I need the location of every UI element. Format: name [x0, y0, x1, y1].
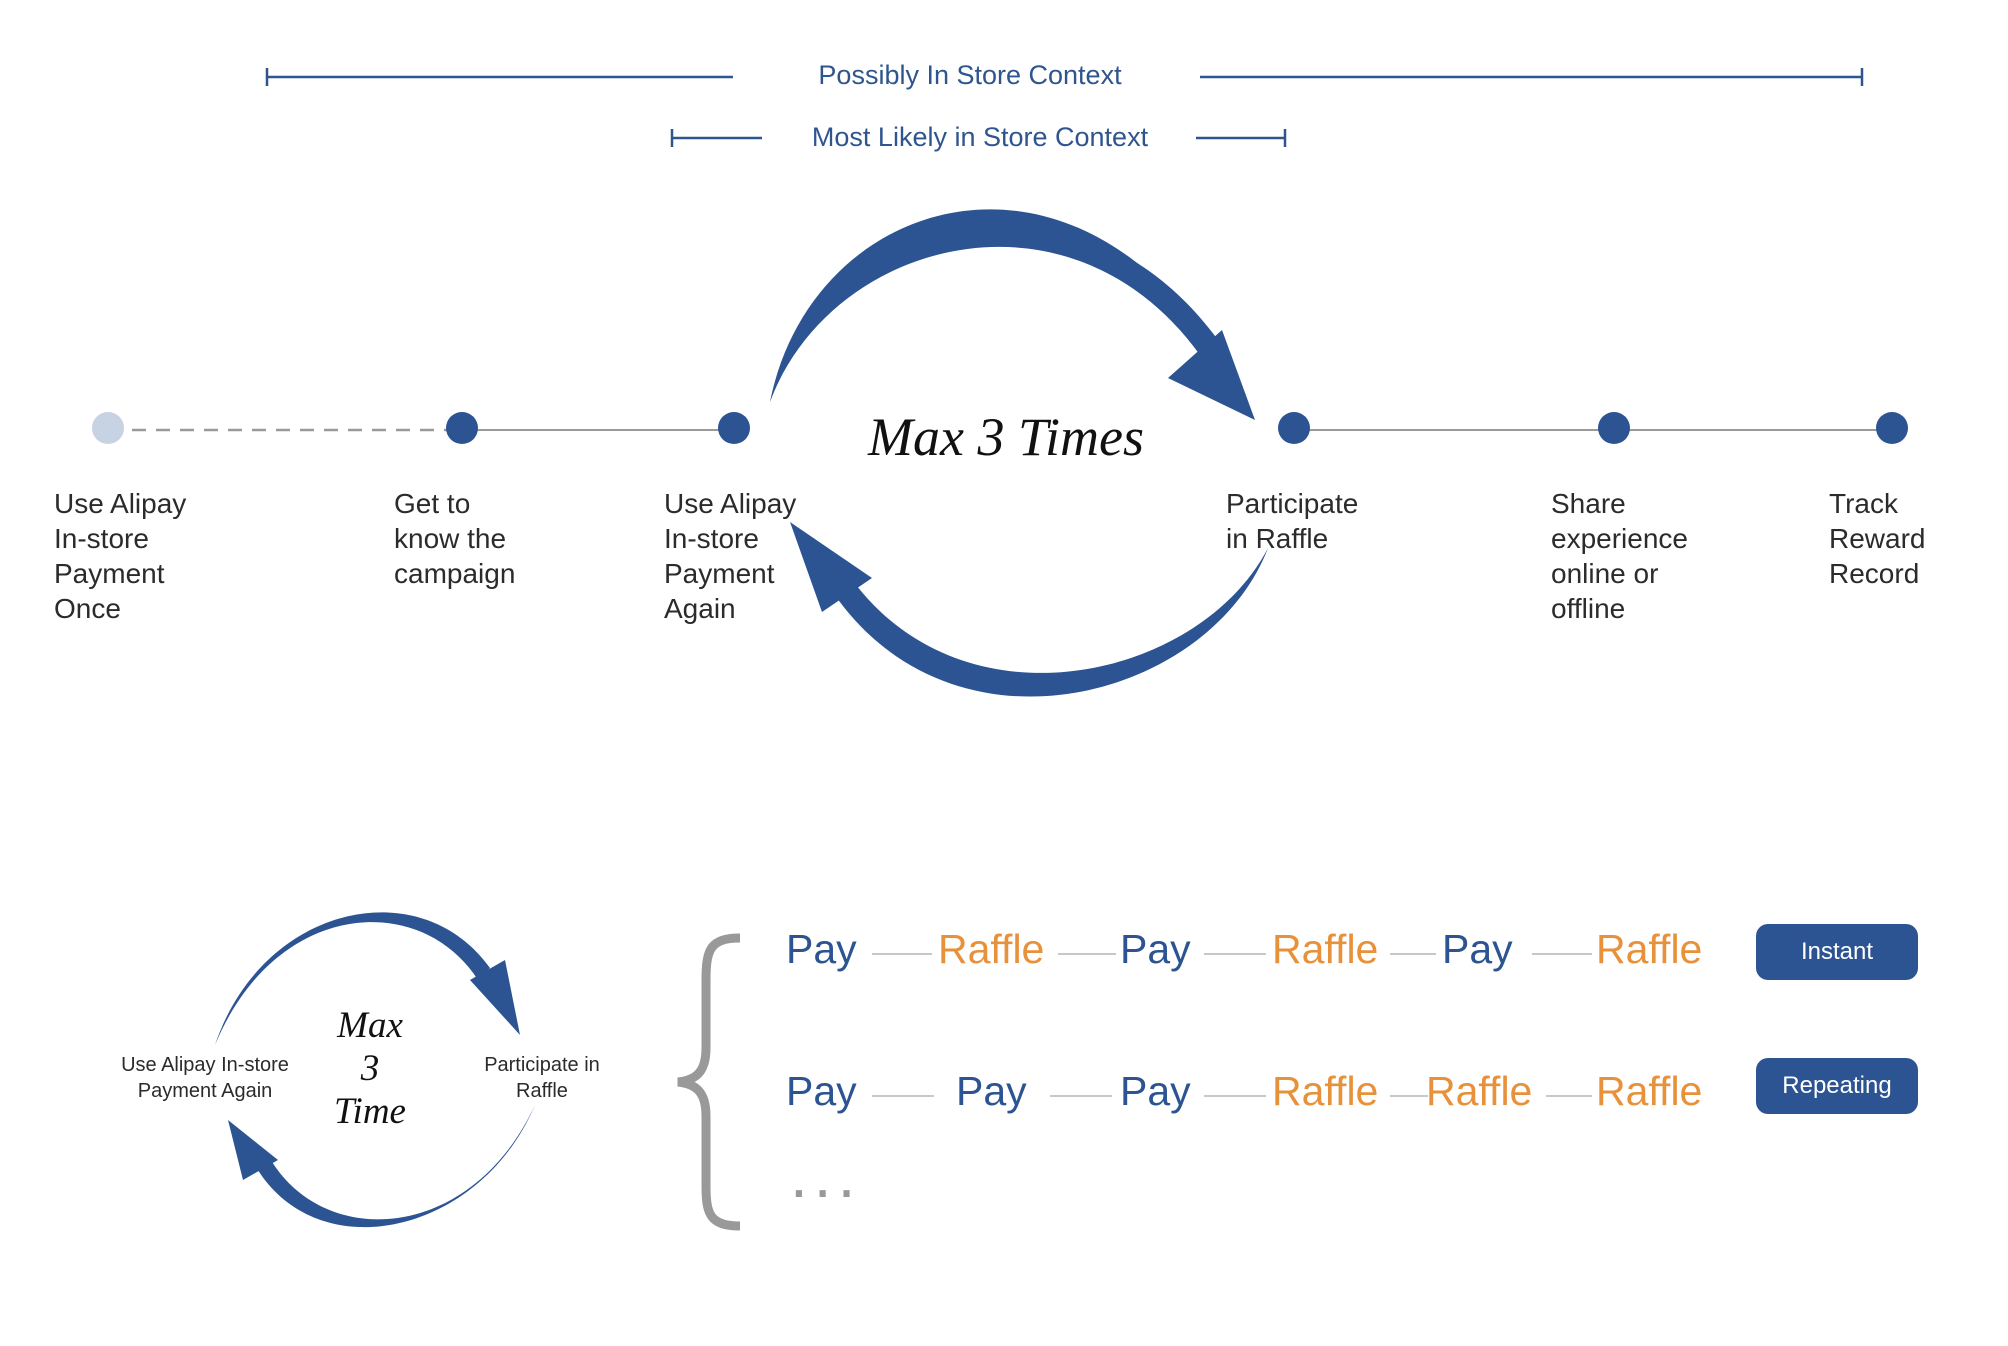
row-2-word-5: Raffle	[1426, 1068, 1533, 1114]
most-likely-context-label: Most Likely in Store Context	[811, 122, 1149, 152]
row-2-word-3: Pay	[1120, 1068, 1191, 1114]
step-label-5: Share experience online or offline	[1551, 488, 1688, 624]
row-2-word-4: Raffle	[1272, 1068, 1379, 1114]
more-rows-ellipsis: ...	[790, 1139, 862, 1211]
repeating-badge: Repeating	[1756, 1058, 1918, 1114]
row-2-word-2: Pay	[956, 1068, 1027, 1114]
step-label-4: Participate in Raffle	[1226, 488, 1359, 554]
row-2-word-1: Pay	[786, 1068, 857, 1114]
row-1-word-4: Raffle	[1272, 926, 1379, 972]
step-label-2: Get to know the campaign	[394, 488, 516, 589]
loop-label: Max 3 Times	[868, 407, 1144, 467]
timeline-dot-6	[1876, 412, 1908, 444]
step-label-1: Use Alipay In-store Payment Once	[54, 488, 187, 624]
row-1-word-5: Pay	[1442, 926, 1513, 972]
row-1-word-3: Pay	[1120, 926, 1191, 972]
loop-arrow-forward	[770, 209, 1255, 420]
small-loop-arrow-backward	[228, 1105, 535, 1228]
possibly-context-range	[265, 68, 1864, 86]
small-loop-label: Max 3 Time	[334, 1005, 406, 1132]
timeline-dot-2	[446, 412, 478, 444]
row-1-word-1: Pay	[786, 926, 857, 972]
row-1-word-2: Raffle	[938, 926, 1045, 972]
timeline-dot-5	[1598, 412, 1630, 444]
step-label-6: Track Reward Record	[1829, 488, 1926, 589]
possibly-context-label: Possibly In Store Context	[818, 60, 1122, 90]
row-1-word-6: Raffle	[1596, 926, 1703, 972]
small-loop-left-label: Use Alipay In-store Payment Again	[121, 1054, 289, 1102]
small-loop-right-label: Participate in Raffle	[484, 1054, 600, 1102]
loop-arrow-backward	[790, 522, 1268, 697]
instant-badge: Instant	[1756, 924, 1918, 980]
most-likely-context-range	[670, 129, 1287, 147]
step-label-3: Use Alipay In-store Payment Again	[664, 488, 797, 624]
timeline-dot-1	[92, 412, 124, 444]
timeline-dot-4	[1278, 412, 1310, 444]
timeline-dot-3	[718, 412, 750, 444]
row-2-word-6: Raffle	[1596, 1068, 1703, 1114]
brace-icon	[677, 933, 741, 1231]
small-loop-arrow-forward	[215, 912, 520, 1045]
